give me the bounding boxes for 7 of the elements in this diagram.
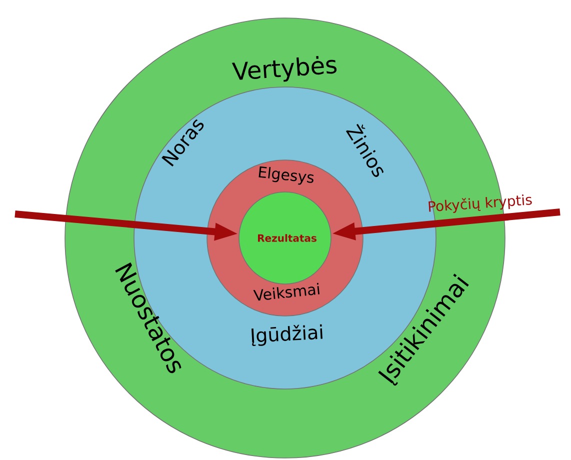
ring-label: Veiksmai (253, 282, 320, 301)
ring-label: Vertybės (232, 56, 337, 82)
ring (238, 192, 332, 284)
edge-label: Pokyčių kryptis (428, 194, 532, 213)
ring-label: Rezultatas (258, 234, 316, 242)
ring-label: Elgesys (258, 166, 314, 185)
ring-label: Įgūdžiai (252, 324, 322, 346)
